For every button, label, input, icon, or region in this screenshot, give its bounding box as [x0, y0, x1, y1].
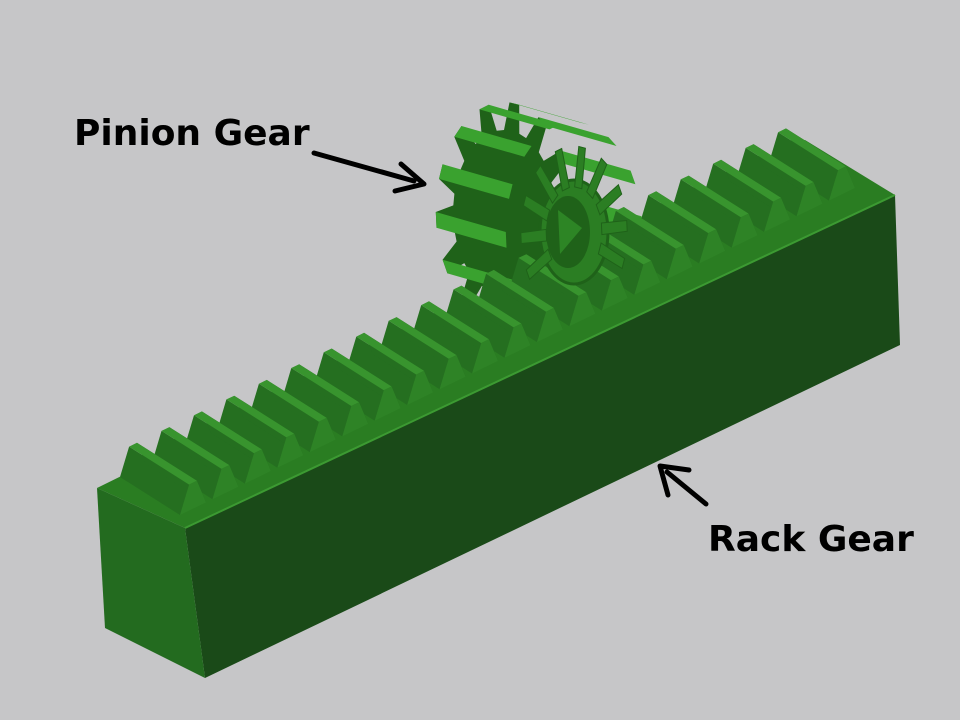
rack-tooth [412, 301, 498, 374]
rack-tooth [184, 411, 271, 484]
rack-tooth [152, 427, 239, 500]
rack-end-face [97, 488, 205, 678]
rack-tooth [347, 332, 434, 405]
rack-tooth [379, 317, 466, 390]
pinion-tooth-top [454, 126, 532, 157]
rack-tooth [314, 348, 401, 421]
pinion-gear [520, 145, 628, 286]
rack-teeth [120, 128, 855, 515]
rack-gear [97, 128, 900, 678]
pinion-tooth-face [525, 248, 553, 281]
pinion-shaft-hole [558, 210, 582, 254]
rack-tooth [217, 395, 304, 468]
rack-tooth [120, 442, 206, 515]
pinion-tooth-top [509, 102, 590, 125]
pinion-arrow-shaft [311, 150, 417, 184]
pinion-tooth-face [597, 242, 626, 270]
callout-arrows [311, 150, 709, 507]
rack-front-face [185, 195, 900, 678]
pinion-gear-label: Pinion Gear [74, 113, 310, 154]
rack-tooth [639, 191, 726, 264]
pinion-tooth-face [520, 228, 548, 245]
rack-arrow-head [657, 463, 692, 498]
pinion-tooth-face [600, 219, 628, 236]
rack-tooth [704, 159, 791, 232]
pinion-tooth-top [479, 104, 559, 130]
rack-tooth [444, 285, 531, 358]
pinion-arrow-head [392, 161, 427, 194]
pinion-tooth-face [574, 145, 586, 190]
pinion-tooth-top [538, 117, 617, 146]
pinion-tooth-top [435, 212, 507, 248]
rack-front-edge [184, 194, 896, 529]
rack-tooth [769, 128, 855, 201]
rack-tooth [477, 269, 563, 343]
rack-arrow-shaft [664, 469, 709, 507]
rack-tooth [671, 175, 758, 248]
pinion-tooth-face [595, 183, 623, 216]
pinion-tooth-top [439, 164, 513, 199]
pinion-tooth-face [535, 164, 559, 205]
rack-tooth [736, 144, 823, 217]
rack-gear-label: Rack Gear [708, 519, 914, 560]
rack-tooth [282, 364, 369, 437]
pinion-tooth-face [522, 194, 551, 222]
pinion-tooth-face [586, 157, 608, 200]
pinion-tooth-face [554, 147, 570, 192]
rack-tooth [249, 379, 336, 453]
